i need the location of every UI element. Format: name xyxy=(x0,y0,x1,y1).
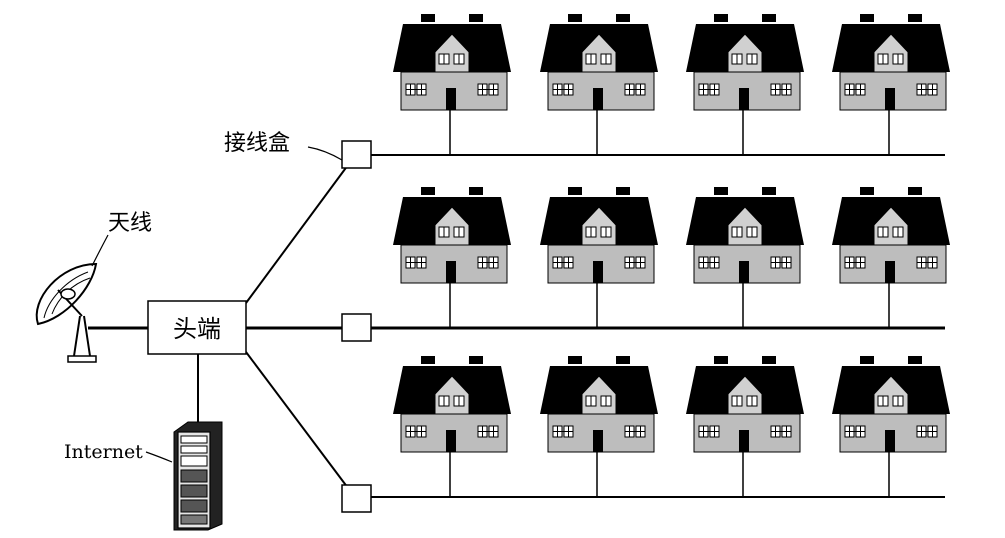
internet-leader xyxy=(145,451,173,463)
internet-label: Internet xyxy=(64,441,143,463)
satellite-dish-icon xyxy=(35,262,98,363)
house-r1-c4 xyxy=(831,13,951,111)
trunk-line-top xyxy=(245,164,349,304)
house-r2-c4 xyxy=(831,186,951,284)
house-r3-c3 xyxy=(685,355,805,453)
house-r2-c2 xyxy=(539,186,659,284)
trunk-line-bottom xyxy=(245,351,349,489)
junction-box-bottom xyxy=(341,484,372,513)
antenna-leader xyxy=(91,234,109,267)
junction-box-top xyxy=(341,140,372,169)
house-r2-c3 xyxy=(685,186,805,284)
junction-box-middle xyxy=(341,313,372,342)
house-r3-c1 xyxy=(392,355,512,453)
junction-box-leader xyxy=(307,146,343,161)
house-drops xyxy=(449,108,890,497)
antenna-label: 天线 xyxy=(108,211,152,236)
house-r1-c1 xyxy=(392,13,512,111)
house-r2-c1 xyxy=(392,186,512,284)
house-r1-c2 xyxy=(539,13,659,111)
junction-box-label: 接线盒 xyxy=(224,131,290,156)
headend-box xyxy=(147,300,247,355)
house-r3-c2 xyxy=(539,355,659,453)
house-r3-c4 xyxy=(831,355,951,453)
house-r1-c3 xyxy=(685,13,805,111)
headend-label: 头端 xyxy=(173,315,221,343)
server-icon xyxy=(173,421,223,531)
